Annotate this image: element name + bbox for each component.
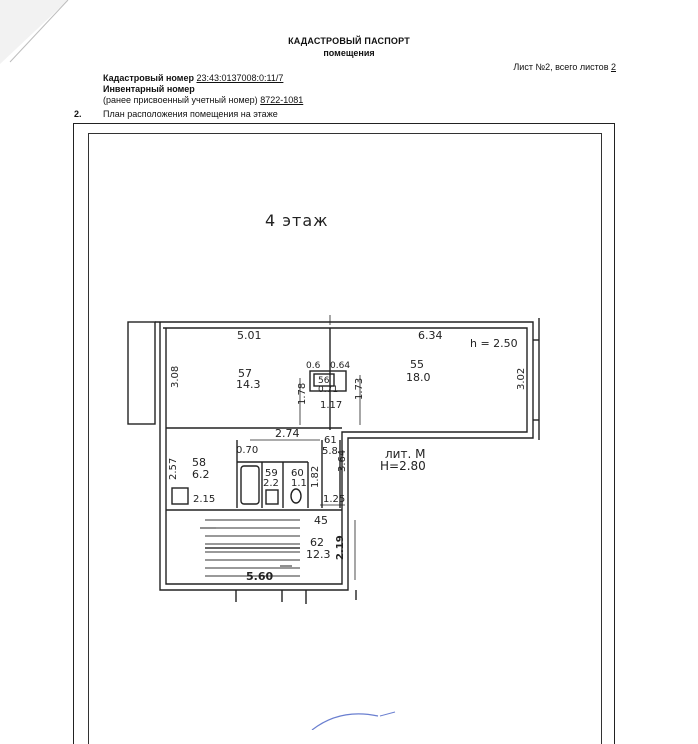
room-59-number: 59 <box>265 468 278 479</box>
outer-wall <box>155 321 534 591</box>
bathtub-icon <box>240 465 260 505</box>
dim-274: 2.74 <box>275 427 300 440</box>
section-title: План расположения помещения на этаже <box>103 109 278 119</box>
sheet-info-prefix: Лист №2, всего листов <box>513 62 611 72</box>
room-59-area: 2.2 <box>263 478 279 489</box>
dim-45: 45 <box>314 514 328 527</box>
room-57-number: 57 <box>238 367 252 380</box>
inventory-row: Инвентарный номер <box>103 84 303 95</box>
plan-walls <box>127 315 540 604</box>
dim-257: 2.57 <box>168 458 179 480</box>
left-balcony <box>127 321 156 425</box>
dim-182: 1.82 <box>310 466 321 488</box>
inventory-label: Инвентарный номер <box>103 84 195 94</box>
document-title: КАДАСТРОВЫЙ ПАСПОРТ <box>288 36 410 46</box>
floor-label: 4 этаж <box>265 211 329 230</box>
dim-219: 2.19 <box>335 535 346 560</box>
page-corner-fold <box>0 0 69 64</box>
room-56-area: 0.71 <box>318 385 338 395</box>
room-61-area: 5.8 <box>322 446 338 457</box>
section-number: 2. <box>74 109 82 119</box>
staircase <box>205 519 300 577</box>
cadastral-number: 23:43:0137008:0:11/7 <box>196 73 284 83</box>
room-55-number: 55 <box>410 358 424 371</box>
dim-560: 5.60 <box>246 570 273 583</box>
dim-634: 6.34 <box>418 329 443 342</box>
outer-wall-inner-line <box>163 327 528 585</box>
cadastral-row: Кадастровый номер 23:43:0137008:0:11/7 <box>103 73 303 84</box>
sheet-info: Лист №2, всего листов 2 <box>513 62 616 72</box>
room-62-area: 12.3 <box>306 548 331 561</box>
room-58-number: 58 <box>192 456 206 469</box>
stove-icon <box>171 487 189 505</box>
dim-215: 2.15 <box>193 494 215 505</box>
plan-labels: 4 этаж h = 2.50 лит. М Н=2.80 57 14.3 55… <box>168 211 527 583</box>
dim-173: 1.73 <box>354 378 365 400</box>
document-subtitle: помещения <box>323 48 375 58</box>
former-number-row: (ранее присвоенный учетный номер) 8722-1… <box>103 95 303 106</box>
room-55-area: 18.0 <box>406 371 431 384</box>
ceiling-height-label: h = 2.50 <box>470 337 518 350</box>
dim-07: 0.70 <box>236 445 258 456</box>
dim-064: 0.64 <box>330 361 350 371</box>
dim-302: 3.02 <box>516 368 527 390</box>
dim-117: 1.17 <box>320 400 342 411</box>
room-57-area: 14.3 <box>236 378 261 391</box>
dim-125: 1.25 <box>323 494 345 505</box>
room-58-area: 6.2 <box>192 468 210 481</box>
dim-364: 3.64 <box>337 450 348 472</box>
lit-height-label: Н=2.80 <box>380 459 426 473</box>
section-heading: 2. План расположения помещения на этаже <box>74 109 278 119</box>
room-56-number: 56 <box>318 376 330 386</box>
sink-icon <box>265 489 279 505</box>
former-number: 8722-1081 <box>260 95 304 105</box>
room-62-number: 62 <box>310 536 324 549</box>
document-header: КАДАСТРОВЫЙ ПАСПОРТ помещения <box>0 36 698 58</box>
plan-outer-frame <box>73 123 615 744</box>
plan-inner-frame <box>88 133 602 744</box>
room-56-outline <box>309 370 347 392</box>
former-label: (ранее присвоенный учетный номер) <box>103 95 258 105</box>
room-60-area: 1.1 <box>291 478 307 489</box>
dim-308: 3.08 <box>170 366 181 388</box>
document-meta: Кадастровый номер 23:43:0137008:0:11/7 И… <box>103 73 303 106</box>
stamp-fragment <box>311 713 379 730</box>
cadastral-label: Кадастровый номер <box>103 73 194 83</box>
dim-06: 0.6 <box>306 361 321 371</box>
lit-label: лит. М <box>385 447 425 461</box>
dim-501: 5.01 <box>237 329 262 342</box>
sheet-total: 2 <box>610 62 616 72</box>
dim-178: 1.78 <box>297 383 308 405</box>
room-61-number: 61 <box>324 435 337 446</box>
room-60-number: 60 <box>291 468 304 479</box>
toilet-icon <box>290 488 302 504</box>
